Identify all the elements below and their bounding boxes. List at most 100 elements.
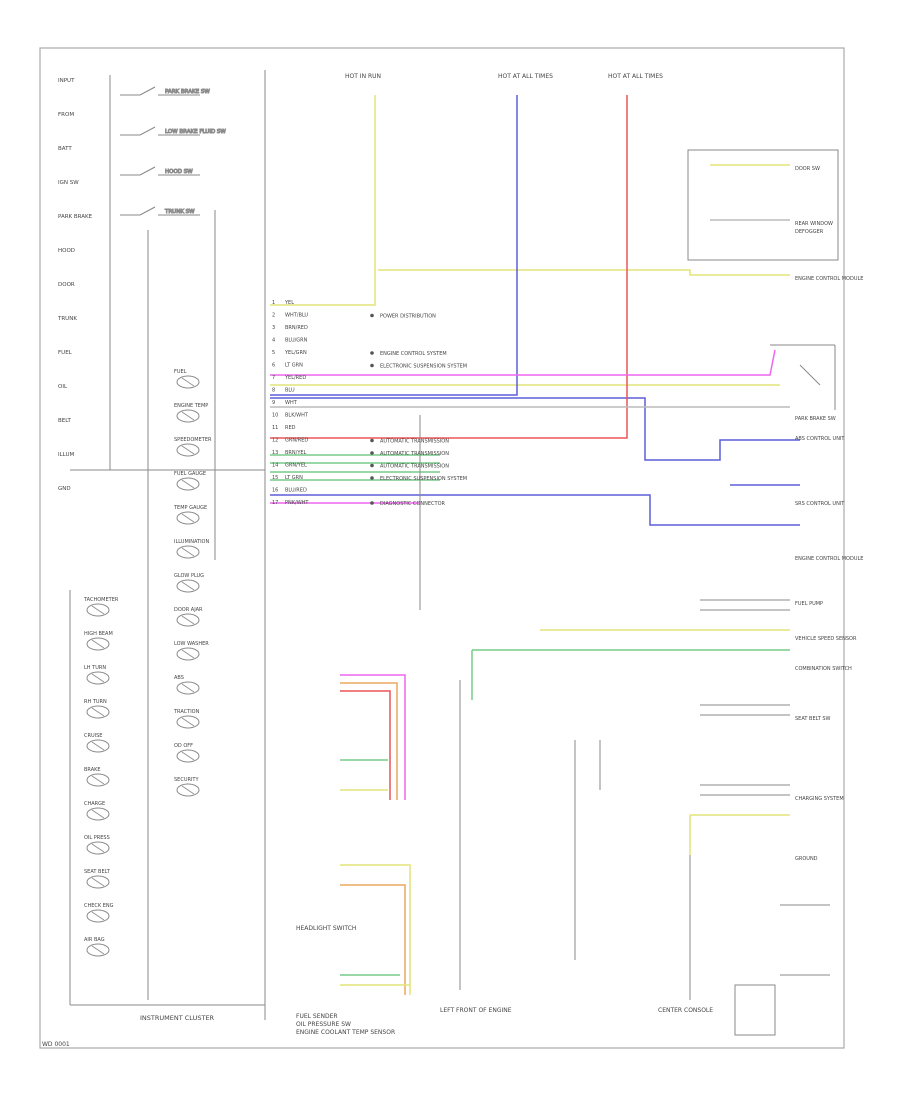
right-lamp-label-9: ABS — [174, 675, 184, 681]
connector-pin-dest: AUTOMATIC TRANSMISSION — [380, 439, 449, 445]
bottom-label-1: FUEL SENDER — [296, 1013, 338, 1020]
right-lamp-0 — [176, 375, 200, 389]
left-lamp-label-8: SEAT BELT — [84, 869, 111, 875]
right-lamp-label-1: ENGINE TEMP — [174, 403, 208, 409]
right-lamp-label-7: DOOR AJAR — [174, 607, 203, 613]
right-lamp-filament-8 — [181, 649, 195, 659]
wire-yellow-2 — [378, 269, 790, 276]
right-label-0: DOOR SW — [795, 166, 820, 172]
left-lamp-7 — [86, 841, 110, 855]
colored-wires — [270, 95, 800, 995]
connector-pin-number: 15 — [272, 475, 278, 481]
left-lamp-6 — [86, 807, 110, 821]
connector-pin-terminal — [370, 351, 374, 355]
left-label-8: FUEL — [58, 350, 73, 356]
connector-pin-dest: ENGINE CONTROL SYSTEM — [380, 351, 447, 357]
bottom-label-6: CENTER CONSOLE — [658, 1007, 713, 1014]
switch-blade-1 — [139, 126, 156, 136]
right-lamp-filament-5 — [181, 547, 195, 557]
connector-pin-dest: POWER DISTRIBUTION — [380, 314, 436, 320]
right-lamp-filament-12 — [181, 785, 195, 795]
left-lamp-label-7: OIL PRESS — [84, 835, 110, 841]
left-label-4: PARK BRAKE — [58, 214, 93, 220]
switch-label-3: TRUNK SW — [164, 209, 195, 215]
connector-pin-number: 10 — [272, 413, 278, 419]
bottom-label-4: HEADLIGHT SWITCH — [296, 925, 356, 932]
right-lamp-1 — [176, 409, 200, 423]
connector-pin-wire: LT GRN — [285, 475, 303, 481]
left-label-11: ILLUM — [58, 452, 75, 458]
switch-blade-2 — [139, 166, 156, 176]
wire-yellow-5 — [689, 814, 790, 855]
connector-pin-wire: BLK/WHT — [285, 413, 309, 419]
right-lamp-7 — [176, 613, 200, 627]
connector-pin-number: 14 — [272, 463, 278, 469]
left-lamp-filament-0 — [91, 605, 105, 615]
connector-pin-wire: WHT/BLU — [285, 313, 308, 319]
connector-pin-wire: BLU/RED — [285, 488, 307, 494]
connector-pin-number: 13 — [272, 450, 278, 456]
right-lamp-9 — [176, 681, 200, 695]
wire-blue-1 — [270, 95, 518, 396]
connector-pin-wire: LT GRN — [285, 363, 303, 369]
connector-pin-number: 5 — [272, 350, 275, 356]
left-lamp-filament-10 — [91, 945, 105, 955]
wire-yellow-1 — [270, 95, 376, 306]
left-lamp-filament-8 — [91, 877, 105, 887]
connector-pin-number: 16 — [272, 488, 278, 494]
left-lamp-label-5: BRAKE — [84, 767, 101, 773]
right-side-components — [419, 149, 839, 1036]
connector-pin-wire: YEL — [284, 300, 294, 306]
cluster-title: INSTRUMENT CLUSTER — [140, 1014, 215, 1022]
right-label-1: REAR WINDOW — [795, 221, 833, 227]
connector-pin-dest: AUTOMATIC TRANSMISSION — [380, 451, 449, 457]
instrument-cluster-block — [69, 70, 266, 1020]
right-lamp-label-4: TEMP GAUGE — [173, 505, 207, 511]
bottom-label-5: LEFT FRONT OF ENGINE — [440, 1007, 512, 1014]
left-lamp-label-2: LH TURN — [84, 665, 106, 671]
right-lamp-6 — [176, 579, 200, 593]
left-label-5: HOOD — [58, 248, 75, 254]
left-lamp-label-0: TACHOMETER — [83, 597, 119, 603]
connector-pin-dest: ELECTRONIC SUSPENSION SYSTEM — [380, 476, 467, 482]
right-lamp-filament-9 — [181, 683, 195, 693]
left-lamp-filament-7 — [91, 843, 105, 853]
right-lamp-filament-2 — [181, 445, 195, 455]
right-label-9: VEHICLE SPEED SENSOR — [795, 636, 857, 642]
connector-pin-dest: ELECTRONIC SUSPENSION SYSTEM — [380, 364, 467, 370]
left-lamp-3 — [86, 705, 110, 719]
top-feed-labels: HOT IN RUN HOT AT ALL TIMES HOT AT ALL T… — [345, 73, 663, 80]
right-lamp-filament-1 — [181, 411, 195, 421]
right-lamp-10 — [176, 715, 200, 729]
connector-pin-wire: RED — [285, 425, 296, 431]
connector-pin-number: 9 — [272, 400, 275, 406]
left-label-10: BELT — [58, 418, 72, 424]
left-lamp-filament-5 — [91, 775, 105, 785]
left-label-6: DOOR — [58, 282, 75, 288]
left-lamp-4 — [86, 739, 110, 753]
bottom-label-2: OIL PRESSURE SW — [296, 1021, 351, 1028]
right-label-6: SRS CONTROL UNIT — [795, 501, 845, 507]
right-label-2: DEFOGGER — [795, 229, 824, 235]
footer-code: WD 0001 — [42, 1041, 70, 1048]
left-label-2: BATT — [58, 146, 72, 152]
right-lamp-label-0: FUEL — [174, 369, 187, 375]
connector-pin-terminal — [370, 451, 374, 455]
right-lamp-11 — [176, 749, 200, 763]
wire-red-1 — [270, 95, 628, 439]
left-lamp-label-9: CHECK ENG — [84, 903, 114, 909]
right-lamp-filament-6 — [181, 581, 195, 591]
connector-pin-terminal — [370, 501, 374, 505]
left-lamp-10 — [86, 943, 110, 957]
top-connector-3-label: HOT AT ALL TIMES — [608, 73, 663, 80]
left-lamp-filament-9 — [91, 911, 105, 921]
left-lamp-2 — [86, 671, 110, 685]
right-label-4: PARK BRAKE SW — [795, 416, 836, 422]
right-label-10: COMBINATION SWITCH — [795, 666, 852, 672]
connector-pin-wire: WHT — [285, 400, 298, 406]
connector-pin-terminal — [370, 438, 374, 443]
